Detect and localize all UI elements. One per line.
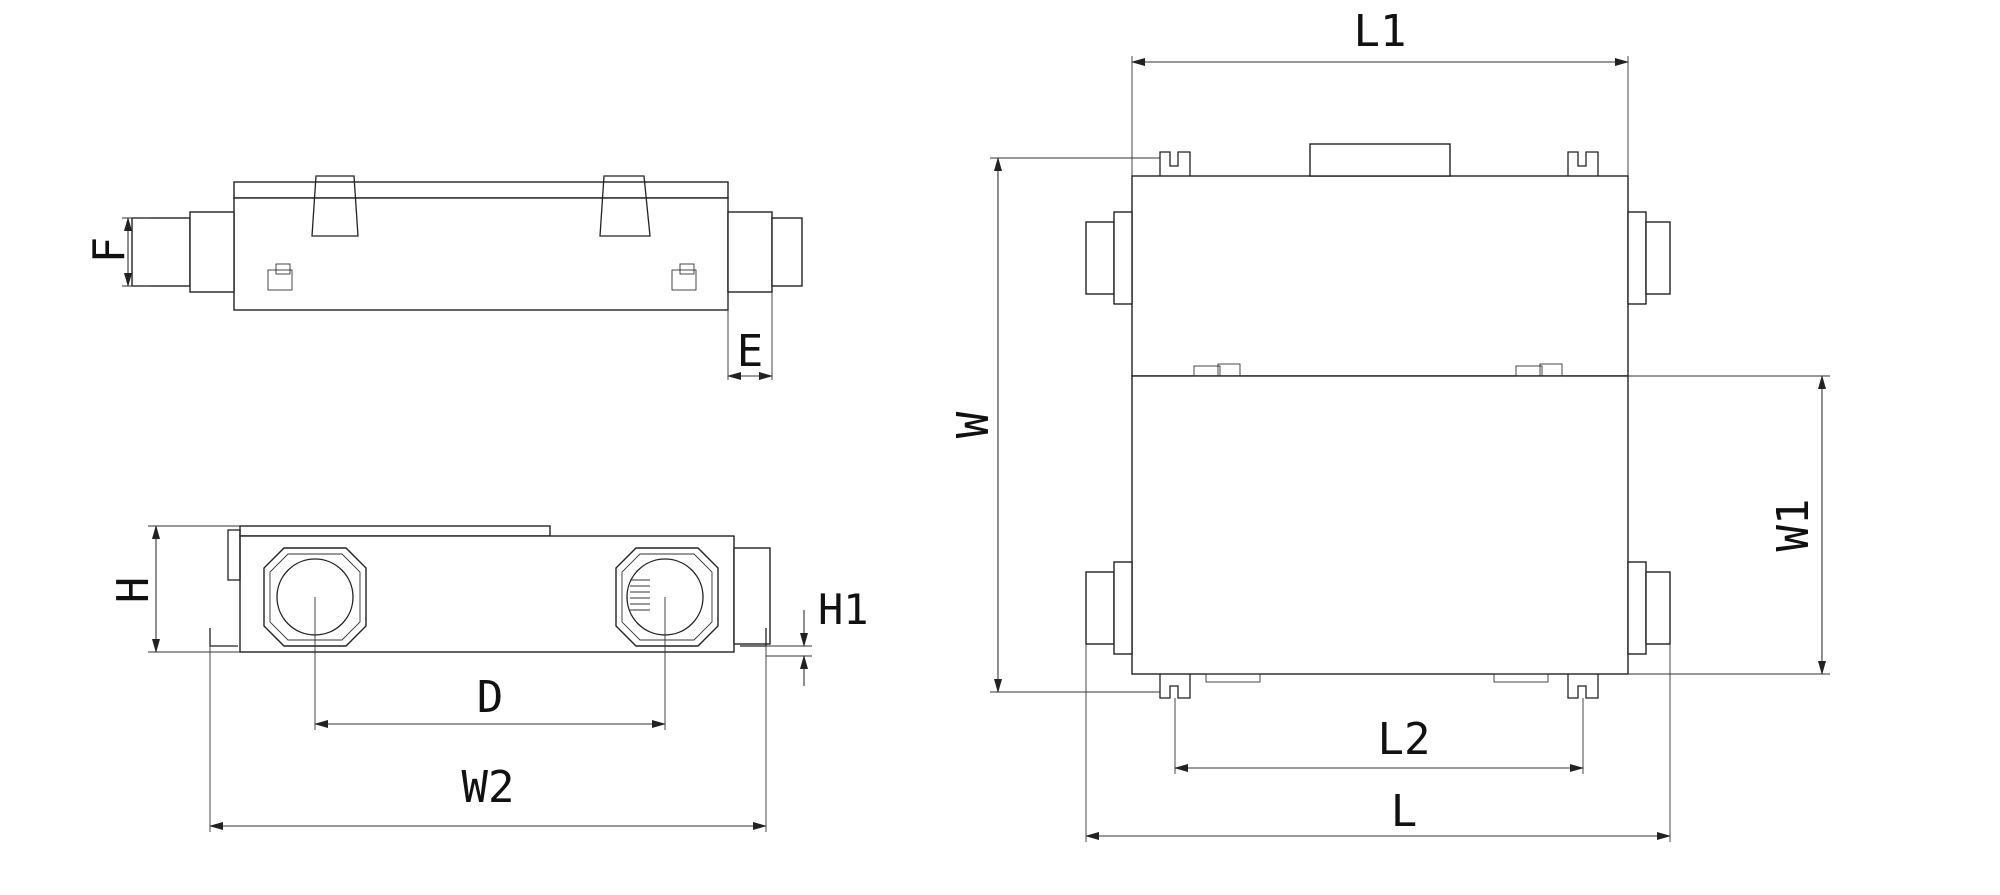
bracket-left [267, 269, 293, 291]
duct-lower-left [1085, 571, 1115, 645]
hanger-top-right [1567, 151, 1599, 176]
duct-left-flange [189, 211, 235, 293]
hanger-top-left [1159, 151, 1191, 176]
hanger-bottom-left [1159, 674, 1191, 699]
duct-upper-left [1085, 221, 1115, 295]
dim-label-w: W [948, 411, 999, 438]
dim-label-l1: L1 [1354, 6, 1407, 57]
dim-label-e: E [737, 326, 764, 377]
top-rail [233, 181, 729, 199]
front-view: H H1 D W2 [108, 525, 869, 832]
dim-label-d: D [477, 672, 504, 723]
dim-label-w1: W1 [1768, 499, 1819, 552]
duct-left-outer [131, 217, 191, 287]
electrical-box [1309, 143, 1451, 177]
duct-upper-right [1627, 211, 1647, 305]
duct-lower-right [1627, 561, 1647, 655]
port-right-flange [615, 547, 719, 647]
dim-label-h1: H1 [818, 585, 869, 634]
side-body [233, 197, 729, 311]
hanger-bottom-right [1567, 674, 1599, 699]
foot-left [209, 628, 238, 647]
duct-right-outer [771, 217, 803, 287]
dim-label-l2: L2 [1378, 714, 1431, 765]
plan-upper-body [1131, 175, 1629, 377]
dim-label-w2: W2 [462, 762, 515, 813]
dim-label-h: H [108, 577, 159, 604]
front-top-rail [239, 525, 551, 537]
dim-label-f: F [84, 237, 135, 264]
bracket-right-tab [679, 263, 695, 275]
bracket-right [671, 269, 697, 291]
dim-label-l: L [1391, 786, 1418, 837]
duct-right-flange [727, 211, 773, 293]
bracket-left-tab [275, 263, 291, 275]
front-left-end [227, 529, 241, 581]
plan-lower-body [1131, 375, 1629, 675]
fan-blades [630, 579, 650, 611]
hanger-right [599, 175, 651, 237]
hanger-left [311, 175, 359, 237]
plan-view: L1 W W1 L2 L [948, 6, 1830, 842]
side-view-top: F E [84, 175, 803, 380]
front-right-collar [733, 547, 771, 645]
